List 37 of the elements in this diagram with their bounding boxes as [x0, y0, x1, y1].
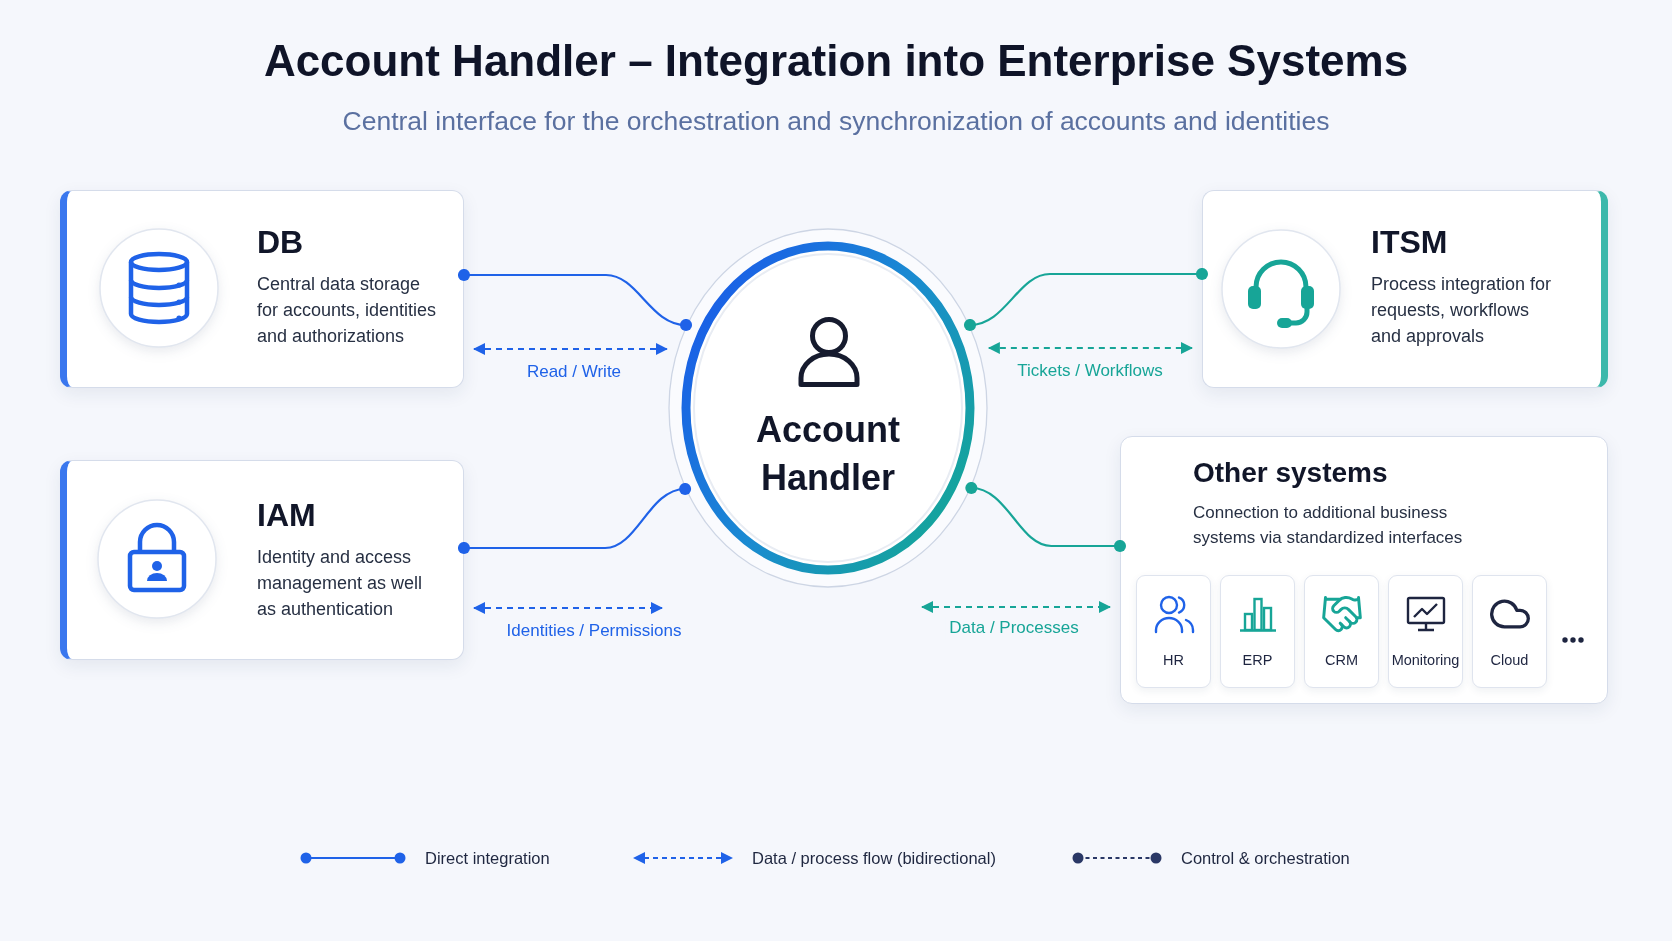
- card-description: Central data storage for accounts, identities and authorizations: [257, 273, 438, 348]
- system-tile: [1472, 575, 1547, 688]
- tile-label: HR: [1163, 651, 1184, 670]
- dashed-arrow: [473, 602, 663, 614]
- system-tile: [1304, 575, 1379, 688]
- dashed-arrow: [921, 601, 1111, 613]
- hub-label: Account Handler: [755, 408, 901, 500]
- card-title: IAM: [257, 496, 316, 534]
- page-title: Account Handler – Integration into Enterprise Systems: [263, 35, 1409, 87]
- tile-label: ERP: [1242, 651, 1273, 670]
- panel-title: Other systems: [1193, 456, 1388, 490]
- legend-label: Direct integration: [425, 848, 550, 869]
- hub-circle: [668, 228, 988, 588]
- connector-line: [457, 268, 693, 332]
- connector-line: [965, 481, 1127, 553]
- connector-line: [963, 267, 1209, 332]
- legend-label: Control & orchestration: [1181, 848, 1350, 869]
- system-tile: [1136, 575, 1211, 688]
- tile-label: Monitoring: [1391, 651, 1460, 670]
- subtitle: Central interface for the orchestration and synchronization of accounts and identities: [342, 105, 1330, 137]
- dashed-arrow: [987, 342, 1193, 354]
- card-title: ITSM: [1371, 223, 1448, 261]
- system-tile: [1388, 575, 1463, 688]
- tile-label: Cloud: [1490, 651, 1529, 670]
- card-title: DB: [257, 223, 304, 261]
- card-description: Process integration for requests, workflows and approvals: [1371, 273, 1553, 348]
- connector-line: [457, 482, 692, 555]
- systems-panel: [1120, 436, 1608, 704]
- legend-label: Data / process flow (bidirectional): [752, 848, 996, 869]
- card-description: Identity and access management as well as authentication: [257, 546, 424, 621]
- system-tile: [1220, 575, 1295, 688]
- panel-description: Connection to additional business systems via standardized interfaces: [1193, 502, 1464, 549]
- dashed-arrow: [473, 343, 668, 355]
- tile-label: CRM: [1325, 651, 1358, 670]
- system-card: [60, 190, 464, 388]
- system-card: [60, 460, 464, 660]
- system-card: [1202, 190, 1608, 388]
